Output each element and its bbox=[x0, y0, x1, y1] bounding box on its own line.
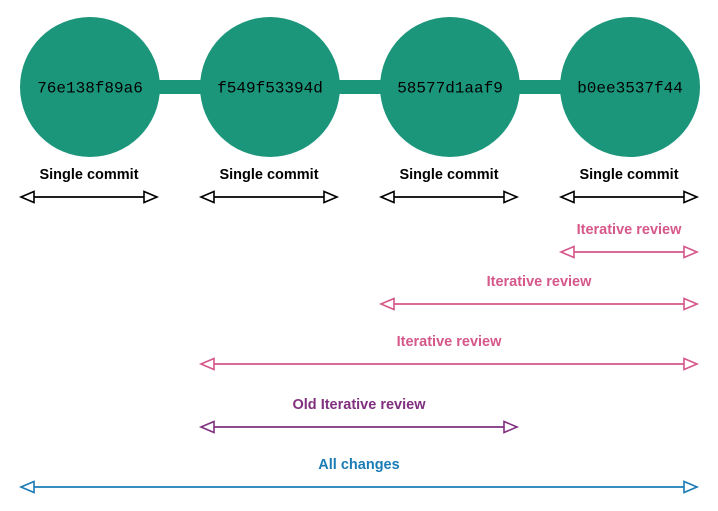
range-single-commit: Single commit bbox=[558, 167, 700, 204]
range-label: Single commit bbox=[219, 167, 318, 183]
range-label: All changes bbox=[318, 457, 399, 473]
range-single-commit: Single commit bbox=[198, 167, 340, 204]
commit-node[interactable]: 76e138f89a6 bbox=[20, 17, 160, 157]
arrowhead-right bbox=[323, 190, 340, 204]
commit-circle bbox=[20, 17, 160, 157]
commit-node[interactable]: b0ee3537f44 bbox=[560, 17, 700, 157]
arrowhead-left bbox=[378, 297, 395, 311]
range-all-changes: All changes bbox=[18, 457, 700, 494]
commit-circle bbox=[200, 17, 340, 157]
arrowhead-left bbox=[378, 190, 395, 204]
range-label: Single commit bbox=[399, 167, 498, 183]
arrowhead-left bbox=[558, 245, 575, 259]
range-label: Old Iterative review bbox=[293, 397, 427, 413]
arrowhead-left bbox=[18, 190, 35, 204]
range-label: Single commit bbox=[39, 167, 138, 183]
arrowhead-right bbox=[683, 297, 700, 311]
range-single-commit: Single commit bbox=[18, 167, 160, 204]
range-arrows: Single commit Single commit Single commit S… bbox=[18, 167, 700, 494]
range-iterative-review: Iterative review bbox=[198, 334, 700, 371]
arrowhead-left bbox=[198, 420, 215, 434]
commit-node[interactable]: f549f53394d bbox=[200, 17, 340, 157]
commit-nodes: 76e138f89a6 f549f53394d 58577d1aaf9 b0ee353… bbox=[20, 17, 700, 157]
commit-circle bbox=[560, 17, 700, 157]
arrowhead-left bbox=[198, 190, 215, 204]
commit-hash-label: f549f53394d bbox=[217, 80, 323, 98]
commit-hash-label: 76e138f89a6 bbox=[37, 80, 143, 98]
range-label: Single commit bbox=[579, 167, 678, 183]
arrowhead-right bbox=[683, 245, 700, 259]
range-single-commit: Single commit bbox=[378, 167, 520, 204]
arrowhead-right bbox=[683, 480, 700, 494]
commit-circle bbox=[380, 17, 520, 157]
range-label: Iterative review bbox=[487, 274, 593, 290]
arrowhead-left bbox=[18, 480, 35, 494]
commit-connectors bbox=[90, 80, 630, 94]
arrowhead-left bbox=[198, 357, 215, 371]
commit-node[interactable]: 58577d1aaf9 bbox=[380, 17, 520, 157]
arrowhead-right bbox=[503, 190, 520, 204]
commit-hash-label: 58577d1aaf9 bbox=[397, 80, 503, 98]
commit-hash-label: b0ee3537f44 bbox=[577, 80, 683, 98]
range-iterative-review: Iterative review bbox=[378, 274, 700, 311]
range-old-iterative-review: Old Iterative review bbox=[198, 397, 520, 434]
arrowhead-right bbox=[503, 420, 520, 434]
arrowhead-right bbox=[683, 357, 700, 371]
arrowhead-left bbox=[558, 190, 575, 204]
arrowhead-right bbox=[143, 190, 160, 204]
arrowhead-right bbox=[683, 190, 700, 204]
range-label: Iterative review bbox=[577, 222, 683, 238]
range-iterative-review: Iterative review bbox=[558, 222, 700, 259]
range-label: Iterative review bbox=[397, 334, 503, 350]
